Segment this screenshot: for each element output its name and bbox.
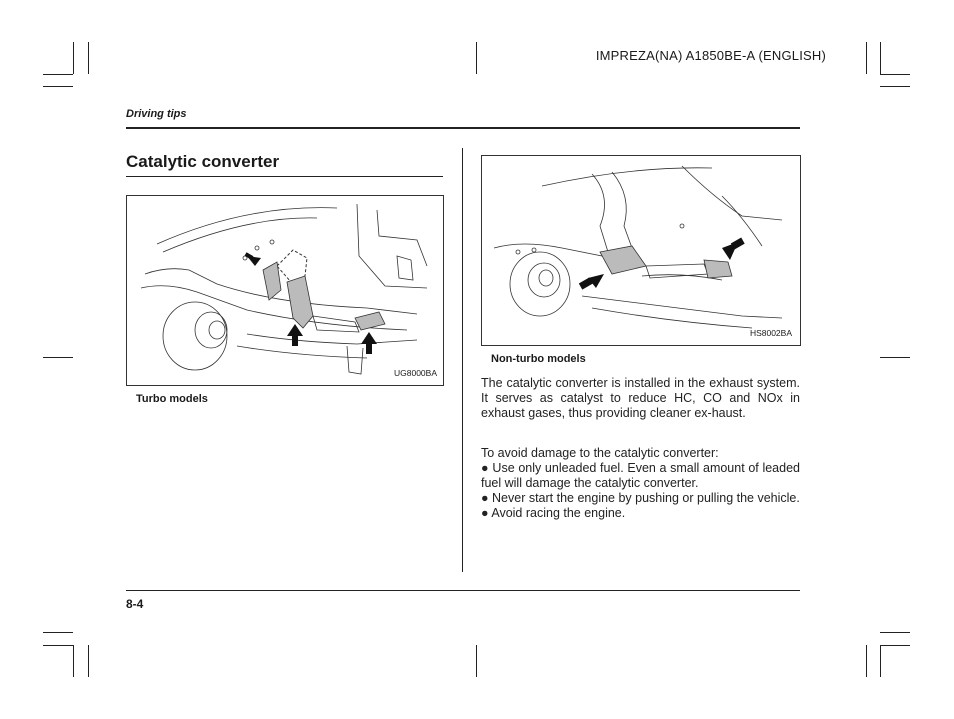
crop-mark xyxy=(866,42,867,74)
crop-mark xyxy=(43,86,73,87)
precautions-intro: To avoid damage to the catalytic convert… xyxy=(481,446,719,460)
crop-mark xyxy=(88,42,89,74)
paragraph: The catalytic converter is installed in … xyxy=(481,376,800,420)
crop-mark xyxy=(880,632,910,633)
crop-mark xyxy=(43,74,73,75)
document-code: IMPREZA(NA) A1850BE-A (ENGLISH) xyxy=(595,48,826,63)
crop-mark xyxy=(43,645,73,646)
bullet-item: ● Avoid racing the engine. xyxy=(481,506,626,520)
crop-mark xyxy=(866,645,867,677)
page-number: 8-4 xyxy=(126,597,144,611)
figure-caption-turbo: Turbo models xyxy=(136,393,208,405)
footer-rule xyxy=(126,590,800,591)
crop-mark xyxy=(476,645,477,677)
section-label: Driving tips xyxy=(126,108,187,120)
crop-mark xyxy=(880,42,881,74)
bullet-item: ● Never start the engine by pushing or p… xyxy=(481,491,800,505)
non-turbo-exhaust-illustration xyxy=(493,165,783,329)
crop-mark xyxy=(880,86,910,87)
bullet-item: ● Use only unleaded fuel. Even a small a… xyxy=(481,461,800,490)
title-rule xyxy=(126,176,443,177)
figure-caption-non-turbo: Non-turbo models xyxy=(491,353,586,365)
figure-turbo: UG8000BA xyxy=(126,195,444,386)
crop-mark xyxy=(88,645,89,677)
header-rule xyxy=(126,127,800,129)
crop-mark xyxy=(43,632,73,633)
crop-mark xyxy=(476,42,477,74)
figure-code: HS8002BA xyxy=(749,328,792,338)
crop-mark xyxy=(880,74,910,75)
crop-mark xyxy=(880,357,910,358)
crop-mark xyxy=(73,645,74,677)
precautions: To avoid damage to the catalytic convert… xyxy=(481,446,800,521)
crop-mark xyxy=(73,42,74,74)
crop-mark xyxy=(880,645,910,646)
column-divider xyxy=(462,148,463,572)
figure-non-turbo: HS8002BA xyxy=(481,155,801,346)
body-text: The catalytic converter is installed in … xyxy=(481,376,800,421)
page-title: Catalytic converter xyxy=(126,152,280,171)
crop-mark xyxy=(43,357,73,358)
figure-code: UG8000BA xyxy=(394,368,437,378)
turbo-exhaust-illustration xyxy=(140,203,428,375)
crop-mark xyxy=(880,645,881,677)
